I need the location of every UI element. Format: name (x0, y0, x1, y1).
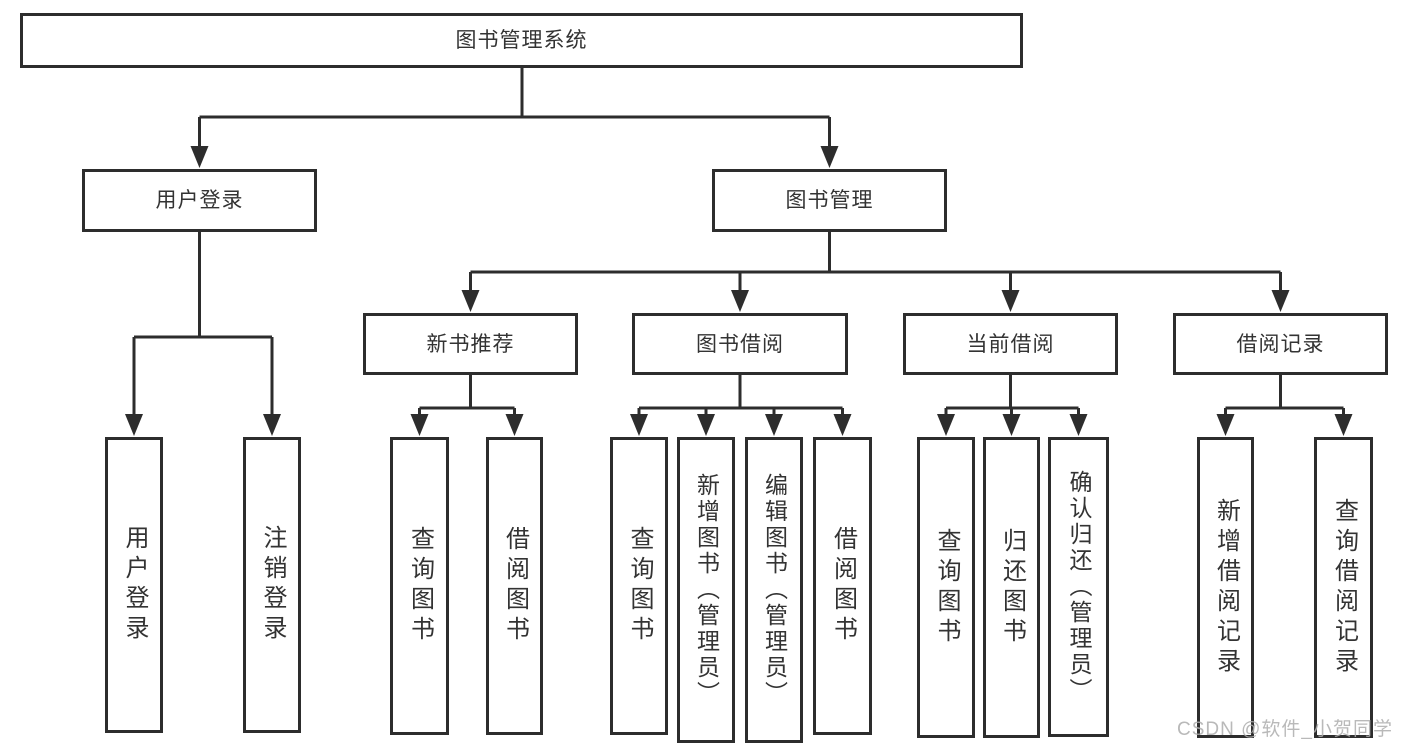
node-bb-borrow-books: 借阅图书 (813, 437, 872, 735)
node-user-login-leaf: 用户登录 (105, 437, 163, 733)
edge-borrow-records-to-children (1216, 375, 1353, 436)
node-nbr-borrow-books: 借阅图书 (486, 437, 543, 735)
node-cb-return-books: 归还图书 (983, 437, 1040, 738)
node-bb-query-books-label: 查询图书 (626, 526, 653, 646)
node-br-add-record-label: 新增借阅记录 (1212, 497, 1240, 678)
node-borrow-records: 借阅记录 (1173, 313, 1388, 375)
node-br-query-record: 查询借阅记录 (1314, 437, 1373, 738)
node-cb-query-books: 查询图书 (917, 437, 975, 738)
node-user-login-leaf-label: 用户登录 (121, 525, 148, 645)
node-current-borrow-label: 当前借阅 (966, 332, 1055, 356)
node-new-book-rec: 新书推荐 (363, 313, 578, 375)
node-cb-query-books-label: 查询图书 (933, 527, 960, 648)
node-nbr-query-books-label: 查询图书 (406, 526, 434, 646)
node-bb-edit-books-admin: 编辑图书（管理员） (745, 437, 803, 743)
node-cb-confirm-return-admin: 确认归还（管理员） (1048, 437, 1109, 737)
node-user-login: 用户登录 (82, 169, 317, 232)
node-br-query-record-label: 查询借阅记录 (1330, 497, 1358, 678)
node-bb-edit-books-admin-label: 编辑图书（管理员） (761, 473, 788, 707)
edge-user-login-to-children (125, 232, 281, 436)
node-bb-add-books-admin-label: 新增图书（管理员） (693, 473, 720, 707)
node-cb-confirm-return-admin-label: 确认归还（管理员） (1066, 470, 1092, 704)
csdn-watermark: CSDN @软件_小贺同学 (1177, 719, 1393, 740)
edge-new-book-rec-to-children (410, 375, 524, 436)
edge-book-borrow-to-children (630, 375, 852, 436)
node-book-mgmt-label: 图书管理 (785, 189, 874, 212)
node-current-borrow: 当前借阅 (903, 313, 1118, 375)
node-logout-label: 注销登录 (259, 525, 286, 645)
node-bb-query-books: 查询图书 (610, 437, 668, 735)
node-nbr-borrow-books-label: 借阅图书 (501, 526, 529, 646)
edge-book-mgmt-to-level3 (461, 232, 1290, 312)
node-root-label: 图书管理系统 (455, 29, 588, 52)
node-logout: 注销登录 (243, 437, 301, 733)
node-bb-add-books-admin: 新增图书（管理员） (677, 437, 735, 743)
edge-root-to-level2 (190, 68, 839, 168)
node-book-borrow-label: 图书借阅 (696, 332, 784, 356)
node-cb-return-books-label: 归还图书 (998, 527, 1026, 648)
node-book-borrow: 图书借阅 (632, 313, 848, 375)
node-user-login-label: 用户登录 (155, 189, 244, 212)
node-book-mgmt: 图书管理 (712, 169, 947, 232)
node-new-book-rec-label: 新书推荐 (426, 332, 515, 356)
edge-current-borrow-to-children (937, 375, 1088, 436)
node-borrow-records-label: 借阅记录 (1236, 332, 1325, 356)
node-br-add-record: 新增借阅记录 (1197, 437, 1254, 738)
node-nbr-query-books: 查询图书 (390, 437, 449, 735)
node-root: 图书管理系统 (20, 13, 1023, 68)
node-bb-borrow-books-label: 借阅图书 (829, 526, 857, 646)
